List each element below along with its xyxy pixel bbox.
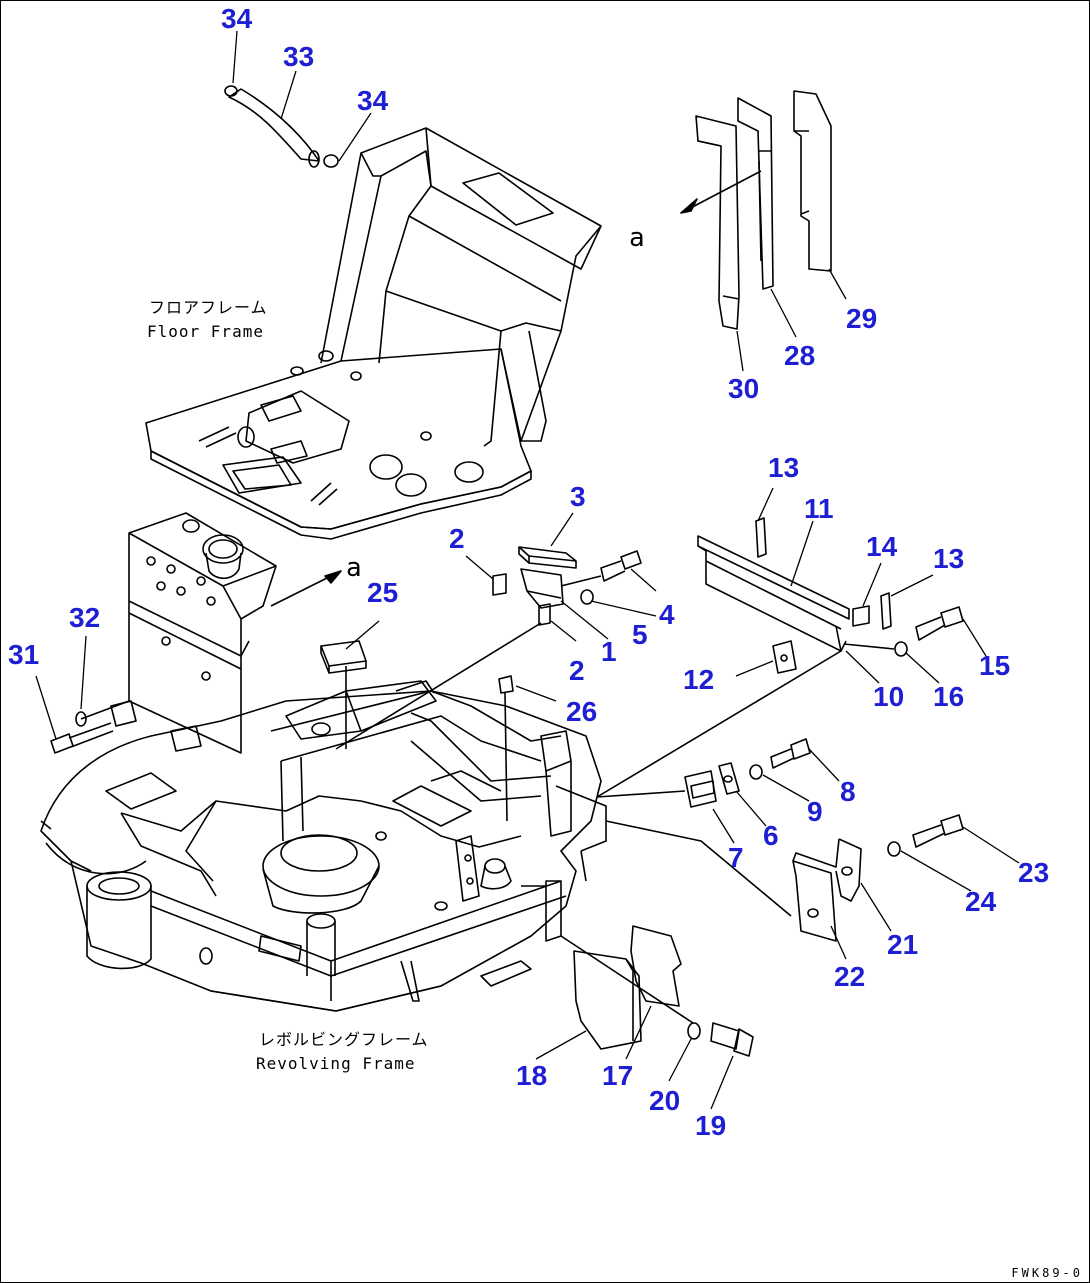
figure-code: FWK89-0 — [1011, 1266, 1083, 1280]
callout-23: 23 — [1018, 857, 1050, 888]
callout-32: 32 — [69, 602, 101, 633]
callout-1: 1 — [601, 636, 617, 667]
small-parts — [320, 546, 642, 822]
callout-16: 16 — [933, 681, 965, 712]
callout-26: 26 — [566, 696, 598, 727]
callout-12: 12 — [683, 664, 715, 695]
callout-13: 13 — [933, 543, 965, 574]
callout-22: 22 — [834, 961, 866, 992]
floor-frame-label-jp: フロアフレーム — [149, 298, 268, 317]
callout-31: 31 — [8, 639, 40, 670]
view-mark-a-upper: a — [629, 223, 645, 253]
covers-17-18 — [560, 925, 754, 1057]
callout-34: 34 — [221, 3, 253, 34]
callout-28: 28 — [784, 340, 816, 371]
callout-10: 10 — [873, 681, 905, 712]
callout-20: 20 — [649, 1085, 681, 1116]
callout-18: 18 — [516, 1060, 548, 1091]
guide-rail-group — [596, 517, 964, 798]
callout-8: 8 — [840, 776, 856, 807]
callout-3: 3 — [570, 481, 586, 512]
callout-4: 4 — [659, 599, 675, 630]
bracket-plates-6-9 — [596, 738, 811, 808]
callout-21: 21 — [887, 929, 919, 960]
callout-13: 13 — [768, 452, 800, 483]
callout-30: 30 — [728, 373, 760, 404]
callout-14: 14 — [866, 531, 898, 562]
revolving-frame-label-en: Revolving Frame — [256, 1054, 416, 1073]
callout-2: 2 — [449, 523, 465, 554]
control-box — [50, 512, 342, 754]
bracket-group-a — [680, 90, 832, 330]
callout-5: 5 — [632, 619, 648, 650]
callout-15: 15 — [979, 650, 1011, 681]
callout-6: 6 — [763, 820, 779, 851]
floor-frame — [145, 127, 602, 540]
leader-lines — [35, 30, 1020, 1110]
callout-19: 19 — [695, 1110, 727, 1141]
hose-33 — [224, 85, 339, 168]
revolving-frame-label-jp: レボルビングフレーム — [259, 1030, 429, 1049]
callout-9: 9 — [807, 796, 823, 827]
callout-7: 7 — [728, 842, 744, 873]
view-mark-a-lower: a — [346, 553, 362, 583]
floor-frame-label-en: Floor Frame — [147, 322, 264, 341]
callout-17: 17 — [602, 1060, 634, 1091]
callout-24: 24 — [965, 886, 997, 917]
callout-34: 34 — [357, 85, 389, 116]
callout-2: 2 — [569, 655, 585, 686]
callout-33: 33 — [283, 41, 315, 72]
revolving-frame — [40, 680, 607, 1012]
callout-29: 29 — [846, 303, 878, 334]
callout-25: 25 — [367, 577, 399, 608]
bracket-21-22 — [605, 814, 964, 942]
callout-11: 11 — [804, 493, 834, 524]
